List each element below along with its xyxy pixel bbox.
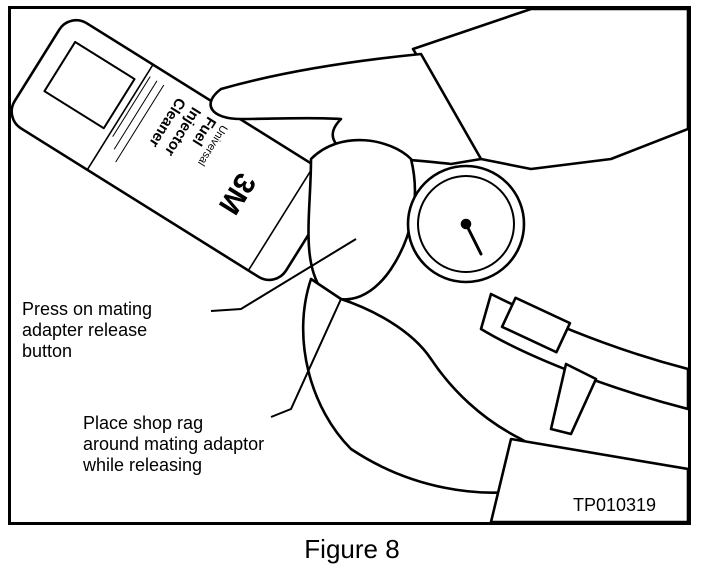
callout-release-button: Press on mating adapter release button [22, 299, 153, 361]
leader-lines [210, 238, 357, 418]
leader-release [210, 238, 357, 312]
coupling [500, 296, 572, 354]
fuel-injector-cleaner-illustration: 3M Universal Fuel Injector Cleaner [11, 9, 688, 522]
upper-arm-sleeve [411, 9, 688, 171]
aerosol-can: 3M Universal Fuel Injector Cleaner [11, 18, 335, 282]
figure-frame: 3M Universal Fuel Injector Cleaner [8, 6, 691, 525]
part-number: TP010319 [573, 495, 657, 515]
leader-rag [270, 298, 342, 418]
figure-caption: Figure 8 [304, 534, 400, 564]
lower-sleeve [489, 437, 688, 522]
callout-shop-rag: Place shop rag around mating adaptor whi… [83, 413, 265, 475]
release-lever [549, 362, 598, 436]
pressure-gauge [406, 164, 526, 284]
shop-rag [307, 138, 417, 301]
